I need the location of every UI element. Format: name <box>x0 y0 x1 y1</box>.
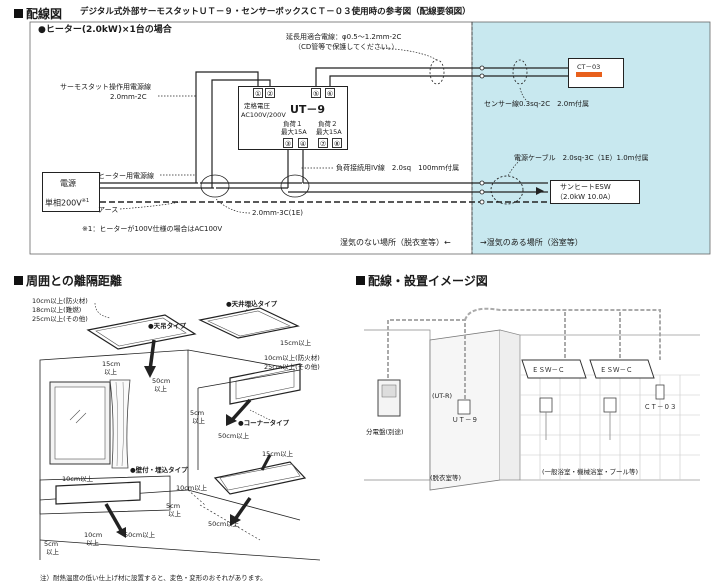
ut9-name: UT－9 <box>290 103 326 116</box>
terminal-7: ⑦ <box>318 138 328 148</box>
clear-top-3: 25cm以上(その他) <box>32 315 88 323</box>
install-header: 配線・設置イメージ図 <box>356 272 488 289</box>
terminal-2: ② <box>265 88 275 98</box>
junction-1 <box>200 174 230 198</box>
terminal-8: ⑧ <box>332 138 342 148</box>
header-text: 周囲との離隔距離 <box>26 274 122 288</box>
corner-5-b: 以上 <box>192 417 205 425</box>
heater-power-wire-label: ヒーター用電源線 <box>98 172 154 180</box>
clear-15-label-b: 15cm <box>102 360 121 368</box>
clear-50-label-a: 50cm <box>152 377 171 385</box>
case-label: ●ヒーター(2.0kW)×1台の場合 <box>38 25 172 35</box>
load1-max: 最大15A <box>281 128 307 136</box>
floor-5-a: 5cm <box>44 540 59 548</box>
terminal-1: ① <box>253 88 263 98</box>
ext-wire-text-1: 延長用適合電線：φ0.5～1.2mm-2C <box>286 33 402 41</box>
cable-bundle <box>490 175 524 205</box>
ut9-rated-value: AC100V/200V <box>241 111 286 119</box>
terminal-6: ⑥ <box>325 88 335 98</box>
thermo-line-spec: 2.0mm-2C <box>110 93 147 101</box>
floor-50-label: 50cm以上 <box>124 531 156 539</box>
arrow-right-icon <box>536 187 544 195</box>
heater-name: サンヒートESW <box>560 183 611 191</box>
dry-area-label: 湿気のない場所（脱衣室等）← <box>340 238 451 247</box>
ut-r-label: (UT-R) <box>432 392 453 400</box>
ct03-install-label: ＣＴ－０３ <box>644 403 677 411</box>
power-note: ※1：ヒーターが100V仕様の場合はAC100V <box>82 225 223 233</box>
sensor-wire-label: センサー線0.3sq-2C 2.0m付属 <box>484 100 590 108</box>
thermo-wire-1 <box>195 71 259 183</box>
bath-label: (一般浴室・機械浴室・プール等) <box>542 468 639 476</box>
clearance-header: 周囲との離隔距離 <box>14 272 122 289</box>
esw-c-label-2: ＥＳＷ－Ｃ <box>600 366 633 374</box>
power-cable-label: 電源ケーブル 2.0sq-3C（1E）1.0m付属 <box>514 154 649 162</box>
load1-label: 負荷１ <box>283 120 303 128</box>
load2-max: 最大15A <box>316 128 342 136</box>
wall-10b-label: 10cm以上 <box>176 484 208 492</box>
ut9-label: ＵＴ－９ <box>452 416 478 424</box>
header-text: 配線・設置イメージ図 <box>368 274 488 288</box>
floor-10-a: 10cm <box>84 531 103 539</box>
terminal-5: ⑤ <box>311 88 321 98</box>
terminal-3: ③ <box>283 138 293 148</box>
heater-spec: （2.0kW 10.0A） <box>556 193 615 201</box>
square-bullet-icon <box>14 276 23 285</box>
wall-5-a: 5cm <box>166 502 181 510</box>
ct03-label: CT－03 <box>577 63 601 71</box>
earth-label: アース <box>98 206 119 214</box>
floor-5-b: 以上 <box>46 548 59 556</box>
clear-top-1: 10cm以上(防火材) <box>32 297 88 305</box>
corner-label: ●コーナータイプ <box>238 419 290 427</box>
power-label: 電源 <box>60 179 76 188</box>
clear-top-2: 18cm以上(難燃) <box>32 306 82 314</box>
junction-2 <box>280 174 310 198</box>
ct03-sensor-icon <box>576 72 602 77</box>
wall-15-label: 15cm以上 <box>262 450 294 458</box>
wiring-subtitle: デジタル式外部サーモスタットＵＴ－９・センサーボックスＣＴ－０３使用時の参考図（… <box>80 7 471 17</box>
load-wire-label: 負荷接続用IV線 2.0sq 100mm付属 <box>336 164 460 172</box>
floor-10-b: 以上 <box>86 539 99 547</box>
square-bullet-icon <box>14 9 23 18</box>
wiring-diagram-header: 配線図 <box>14 5 62 22</box>
header-text: 配線図 <box>26 7 63 21</box>
clear-15-label-a: 15cm以上 <box>280 339 312 347</box>
sensor-wire-1 <box>315 67 570 90</box>
clearance-note: 注）耐熱温度の低い仕上げ材に設置すると、変色・変形のおそれがあります。 <box>40 574 267 582</box>
panel-label: 分電盤(別途) <box>366 428 404 436</box>
ceiling-hang-label: ●天吊タイプ <box>148 322 187 330</box>
power-source-box <box>42 172 100 212</box>
clear-50-label-b: 以上 <box>154 385 167 393</box>
ceiling-embed-label: ●天井埋込タイプ <box>226 300 278 308</box>
heater-box <box>550 180 640 204</box>
terminal-4: ④ <box>298 138 308 148</box>
earth-wire-label: 2.0mm-3C(1E) <box>252 209 303 217</box>
ut9-rated-label: 定格電圧 <box>244 102 270 110</box>
load2-label: 負荷２ <box>318 120 338 128</box>
dressing-room-label: (脱衣室等) <box>430 474 462 482</box>
wall-5-b: 以上 <box>168 510 181 518</box>
wet-area-label: →湿気のある場所（浴室等） <box>480 238 583 247</box>
power-spec: 単相200V※1 <box>45 198 90 208</box>
wall-10-label: 10cm以上 <box>62 475 94 483</box>
esw-c-label-1: ＥＳＷ－Ｃ <box>532 366 565 374</box>
corner-clear-2: 25cm以上(その他) <box>264 363 320 371</box>
wall-50-label: 50cm以上 <box>208 520 240 528</box>
corner-50-label: 50cm以上 <box>218 432 250 440</box>
clear-15-label-c: 以上 <box>104 368 117 376</box>
sensor-wire-2 <box>329 75 570 90</box>
thermo-wire-2 <box>211 79 271 188</box>
wall-label: ●壁付・埋込タイプ <box>130 466 188 474</box>
thermo-line-label: サーモスタット操作用電源線 <box>60 83 151 91</box>
ext-wire-text-2: （CD管等で保護してください。） <box>294 43 399 51</box>
corner-clear-1: 10cm以上(防火材) <box>264 354 320 362</box>
corner-5-a: 5cm <box>190 409 205 417</box>
square-bullet-icon <box>356 276 365 285</box>
